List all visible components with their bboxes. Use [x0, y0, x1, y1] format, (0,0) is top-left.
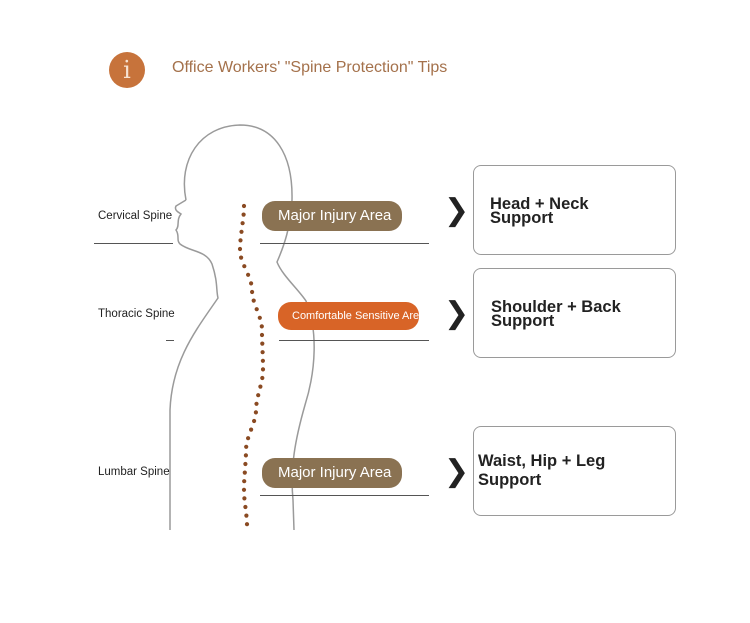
support-card-shoulder-back: Shoulder + Back Support	[473, 268, 676, 358]
spine-dot	[249, 281, 254, 286]
support-card-head-neck: Head + Neck Support	[473, 165, 676, 255]
spine-dot	[260, 350, 265, 355]
spine-dot	[239, 255, 244, 260]
spine-dot	[241, 212, 246, 217]
spine-dot	[244, 522, 250, 527]
support-card-subtitle: Support	[491, 312, 555, 330]
spine-dot	[259, 324, 264, 329]
spine-dot	[254, 401, 259, 406]
chevron-right-icon: ❯	[444, 296, 470, 331]
connector-line	[260, 243, 429, 244]
support-card-title: Head + Neck	[490, 195, 589, 213]
spine-dot	[238, 238, 243, 243]
spine-label-lumbar: Lumbar Spine	[98, 466, 170, 478]
spine-dot	[241, 487, 247, 492]
spine-dot	[242, 470, 247, 475]
spine-dot	[260, 341, 265, 346]
spine-dot	[259, 332, 265, 338]
spine-dot	[258, 384, 263, 389]
spine-dot	[252, 418, 257, 424]
spine-dot	[260, 367, 266, 372]
spine-dot	[254, 307, 259, 312]
spine-dot	[244, 444, 249, 449]
body-outline-front	[183, 124, 315, 531]
label-underline	[166, 340, 174, 341]
spine-dot	[244, 513, 249, 518]
spine-dot	[243, 461, 248, 467]
spine-label-thoracic: Thoracic Spine	[98, 308, 175, 320]
chevron-right-icon: ❯	[444, 454, 470, 489]
support-card-title: Shoulder + Back	[491, 298, 621, 316]
spine-dot	[260, 375, 265, 381]
connector-line	[260, 495, 429, 496]
area-pill-cervical: Major Injury Area	[262, 201, 402, 231]
spine-dot	[242, 264, 247, 269]
label-underline	[94, 243, 173, 244]
chevron-right-icon: ❯	[444, 193, 470, 228]
spine-dot	[250, 289, 255, 295]
support-card-waist-hip-leg: Waist, Hip + Leg Support	[473, 426, 676, 516]
spine-dot	[243, 504, 248, 510]
face-profile-outline	[169, 199, 219, 530]
support-card-subtitle: Support	[490, 209, 554, 227]
spine-dots	[237, 203, 266, 527]
spine-dot	[243, 453, 248, 458]
spine-dot	[240, 221, 245, 226]
spine-dot	[242, 496, 247, 501]
page-title: Office Workers' "Spine Protection" Tips	[172, 59, 448, 76]
spine-dot	[253, 410, 258, 415]
spine-dot	[260, 358, 265, 363]
spine-dot	[256, 393, 261, 398]
spine-dot	[257, 315, 262, 320]
spine-dot	[241, 203, 247, 209]
spine-dot	[251, 298, 256, 303]
area-pill-lumbar: Major Injury Area	[262, 458, 402, 488]
spine-dot	[239, 229, 244, 234]
area-pill-thoracic: Comfortable Sensitive Area	[278, 302, 419, 330]
spine-dot	[242, 479, 247, 484]
spine-dot	[246, 272, 251, 277]
spine-label-cervical: Cervical Spine	[98, 210, 173, 222]
connector-line	[279, 340, 429, 341]
info-icon: i	[109, 52, 145, 88]
support-card-subtitle: Support	[478, 471, 542, 489]
spine-dot	[246, 436, 251, 441]
support-card-title: Waist, Hip + Leg	[478, 452, 606, 470]
spine-dot	[237, 246, 243, 252]
spine-dot	[249, 427, 254, 432]
